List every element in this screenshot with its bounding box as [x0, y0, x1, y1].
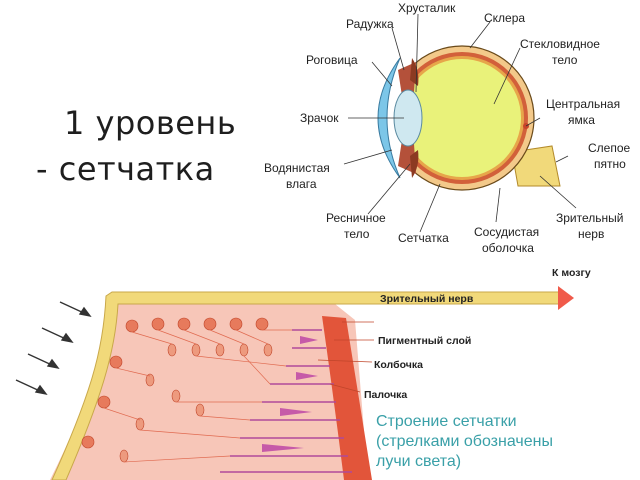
- label-cone: Колбочка: [374, 359, 423, 371]
- label-cornea: Роговица: [306, 53, 358, 67]
- label-ciliary-1: Ресничное: [326, 211, 386, 225]
- label-pupil: Зрачок: [300, 111, 339, 125]
- eye-diagram: Хрусталик Радужка Склера Роговица Стекло…: [264, 1, 631, 255]
- retina-leaders: [317, 321, 374, 393]
- optic-nerve: [511, 145, 561, 187]
- to-brain-arrow: [558, 286, 574, 310]
- light-arrows: [15, 301, 92, 396]
- label-choroid-2: оболочка: [482, 241, 534, 255]
- label-sclera: Склера: [484, 11, 525, 25]
- slide-title-line1: 1 уровень: [64, 104, 237, 142]
- label-vitreous-1: Стекловидное: [520, 37, 600, 51]
- bipolar-cells: [119, 343, 273, 463]
- label-fovea-1: Центральная: [546, 97, 620, 111]
- label-iris: Радужка: [346, 17, 394, 31]
- ciliary-body-bottom: [410, 150, 419, 178]
- label-fovea-2: ямка: [568, 113, 595, 127]
- label-retina: Сетчатка: [398, 231, 449, 245]
- retina-diagram: К мозгу Зрительный нерв Пигментный слой …: [15, 267, 591, 480]
- label-vitreous-2: тело: [552, 53, 578, 67]
- label-aqueous-2: влага: [286, 177, 317, 191]
- label-choroid-1: Сосудистая: [474, 225, 539, 239]
- slide-title: 1 уровень - сетчатка: [36, 100, 266, 192]
- label-to-brain: К мозгу: [552, 267, 591, 279]
- label-rod: Палочка: [364, 389, 407, 401]
- cornea: [377, 57, 401, 179]
- label-blind-spot-1: Слепое: [588, 141, 631, 155]
- retina-tissue: [50, 295, 368, 480]
- label-optic-nerve-1: Зрительный: [556, 211, 623, 225]
- ganglion-cells: [81, 317, 269, 449]
- slide-title-line2: - сетчатка: [36, 150, 215, 188]
- vitreous-body: [403, 59, 521, 177]
- pigment-layer: [322, 316, 372, 480]
- label-blind-spot-2: пятно: [594, 157, 626, 171]
- label-ciliary-2: тело: [344, 227, 370, 241]
- label-lens: Хрусталик: [398, 1, 456, 15]
- caption-line1: Строение сетчатки: [376, 413, 517, 430]
- caption-line3: лучи света): [376, 453, 461, 470]
- label-optic-nerve: Зрительный нерв: [380, 293, 474, 305]
- neural-connections: [103, 329, 292, 463]
- label-optic-nerve-2: нерв: [578, 227, 604, 241]
- caption-line2: (стрелками обозначены: [376, 433, 553, 450]
- label-aqueous-1: Водянистая: [264, 161, 330, 175]
- rods: [220, 329, 352, 473]
- optic-nerve-fiber: [51, 291, 561, 480]
- label-pigment-layer: Пигментный слой: [378, 335, 471, 347]
- cones: [262, 336, 318, 452]
